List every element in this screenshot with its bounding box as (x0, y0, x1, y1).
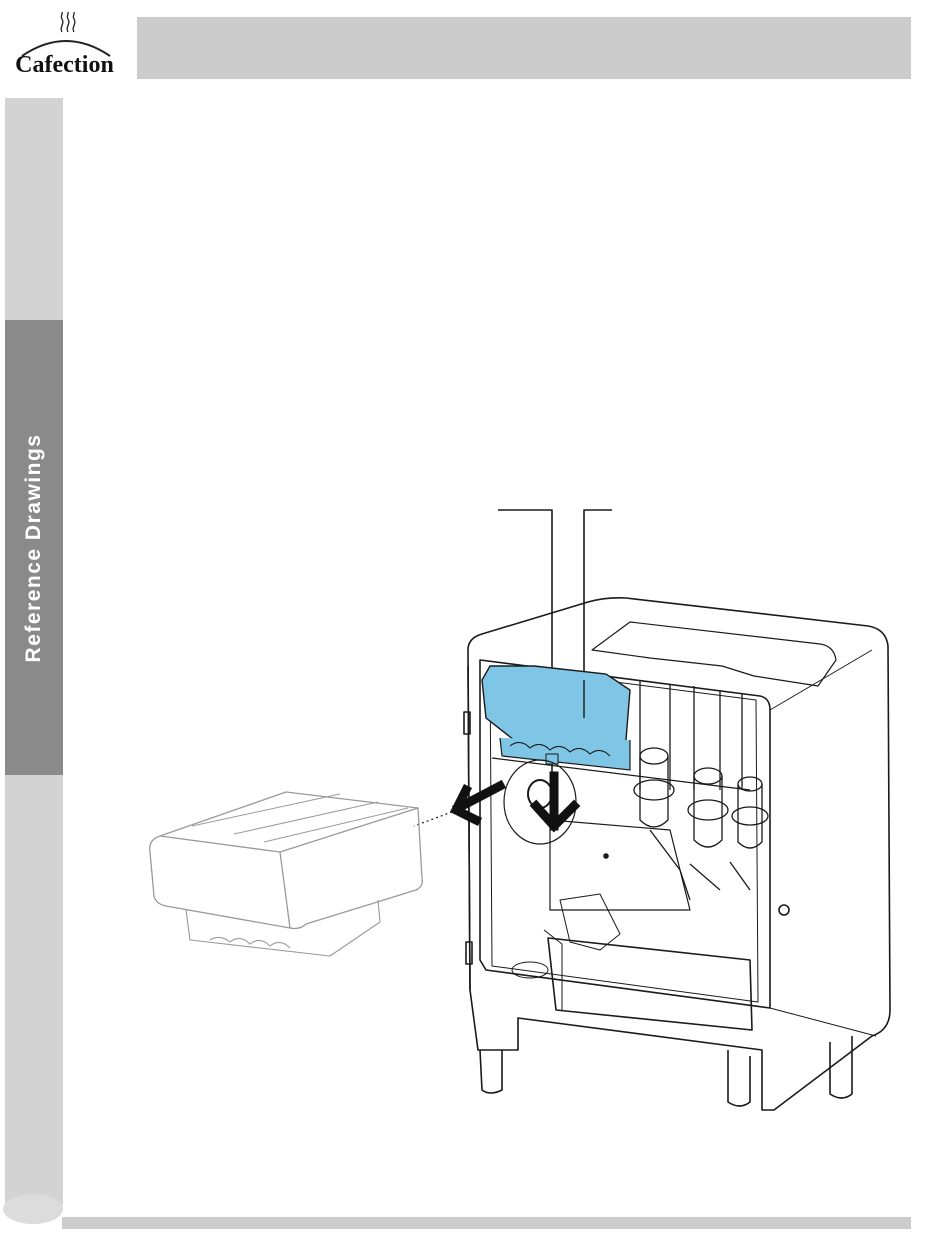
cafection-logo: Cafection (2, 8, 127, 83)
footer-bar (62, 1217, 911, 1229)
brand-name: Cafection (2, 52, 127, 79)
chute-disc (504, 760, 576, 844)
side-tab-previous (5, 98, 63, 320)
page-number-oval (3, 1194, 63, 1224)
side-tab-next (5, 775, 63, 1205)
removed-canister (150, 792, 423, 956)
side-tab-label: Reference Drawings (22, 434, 46, 663)
reference-drawing (130, 490, 910, 1120)
header-bar (137, 17, 911, 79)
highlighted-canister (482, 666, 630, 770)
removal-arrow-icon (456, 776, 574, 826)
